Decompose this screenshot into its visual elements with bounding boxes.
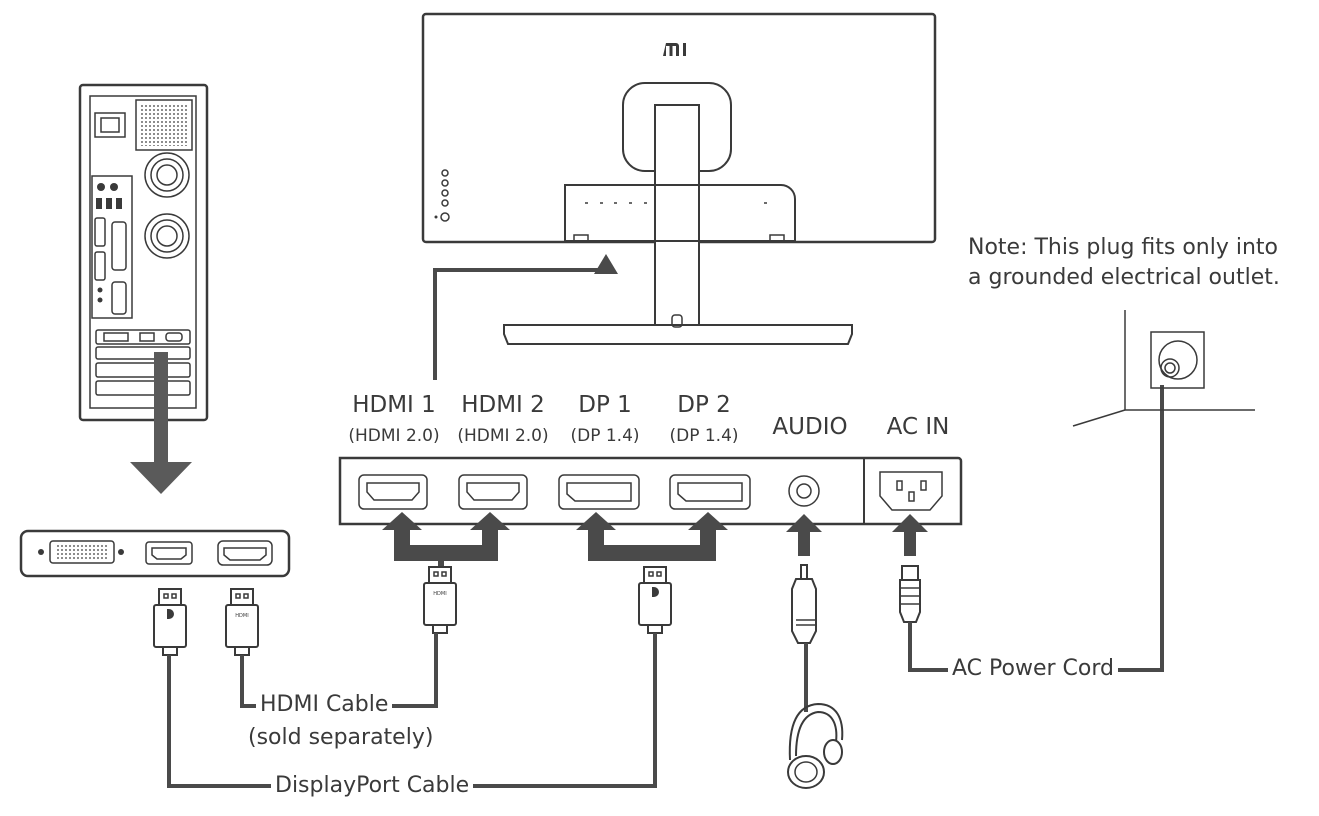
pc-expansion-slots [95,329,191,396]
card-hdmi-connector-mark: HDMI [235,613,248,619]
pc-io-panel [91,175,133,319]
hdmi-connector-icon: HDMI [423,566,457,634]
hdmi-cable-note: (sold separately) [248,725,434,750]
port-version-hdmi1: (HDMI 2.0) [348,426,440,446]
port-version-dp1: (DP 1.4) [570,426,640,446]
headphones-icon [787,702,844,789]
port-name-ac-in: AC IN [886,414,950,440]
hdmi-connector-mark: HDMI [433,591,446,597]
dp2-port-icon [669,474,751,510]
port-panel [338,456,963,526]
note-line-1: Note: This plug fits only into [968,235,1279,260]
ac-in-port-icon [879,471,943,511]
zoom-arrow-icon [130,352,192,494]
card-hdmi-connector-icon: HDMI [225,588,259,656]
hdmi-bracket-arrows [382,512,510,567]
hdmi-cable-label: HDMI Cable [256,694,393,716]
outlet-socket-icon [1158,340,1198,380]
port-name-audio: AUDIO [772,414,848,440]
card-hdmi-port-icon-2 [217,540,273,566]
pc-vent-grille [135,99,193,151]
port-name-hdmi2: HDMI 2 [461,392,545,418]
pc-power-socket-icon [94,112,126,138]
hdmi1-port-icon [358,474,428,510]
dp-connector-icon [638,566,672,634]
dp-bracket-arrows [576,512,728,561]
dvi-port-icon [38,540,124,564]
card-hdmi-port-icon [145,541,193,565]
port-version-dp2: (DP 1.4) [669,426,739,446]
power-cord-label: AC Power Cord [948,658,1118,680]
route-arrow-to-monitor [433,254,618,380]
pc-tower [78,83,209,422]
monitor-stand [503,82,853,345]
port-name-dp1: DP 1 [578,392,632,418]
ac-plug-icon [899,565,921,623]
monitor-back [421,12,937,345]
monitor-buttons [434,169,450,222]
wall-outlet [1072,310,1255,427]
port-name-hdmi1: HDMI 1 [352,392,436,418]
audio-port-icon [788,475,820,507]
displayport-cable-label: DisplayPort Cable [271,775,474,797]
ac-arrow [892,514,928,556]
port-version-hdmi2: (HDMI 2.0) [457,426,549,446]
port-name-dp2: DP 2 [677,392,731,418]
note-line-2: a grounded electrical outlet. [968,265,1280,290]
hdmi2-port-icon [458,474,528,510]
monitor-port-bay [564,184,796,242]
audio-arrow [786,514,822,556]
graphics-card-ports [19,529,291,578]
card-dp-connector-icon [153,588,187,656]
pc-fan-icon [144,152,190,259]
monitor-logo [663,43,686,56]
dp1-port-icon [558,474,640,510]
audio-jack-icon [791,564,817,644]
